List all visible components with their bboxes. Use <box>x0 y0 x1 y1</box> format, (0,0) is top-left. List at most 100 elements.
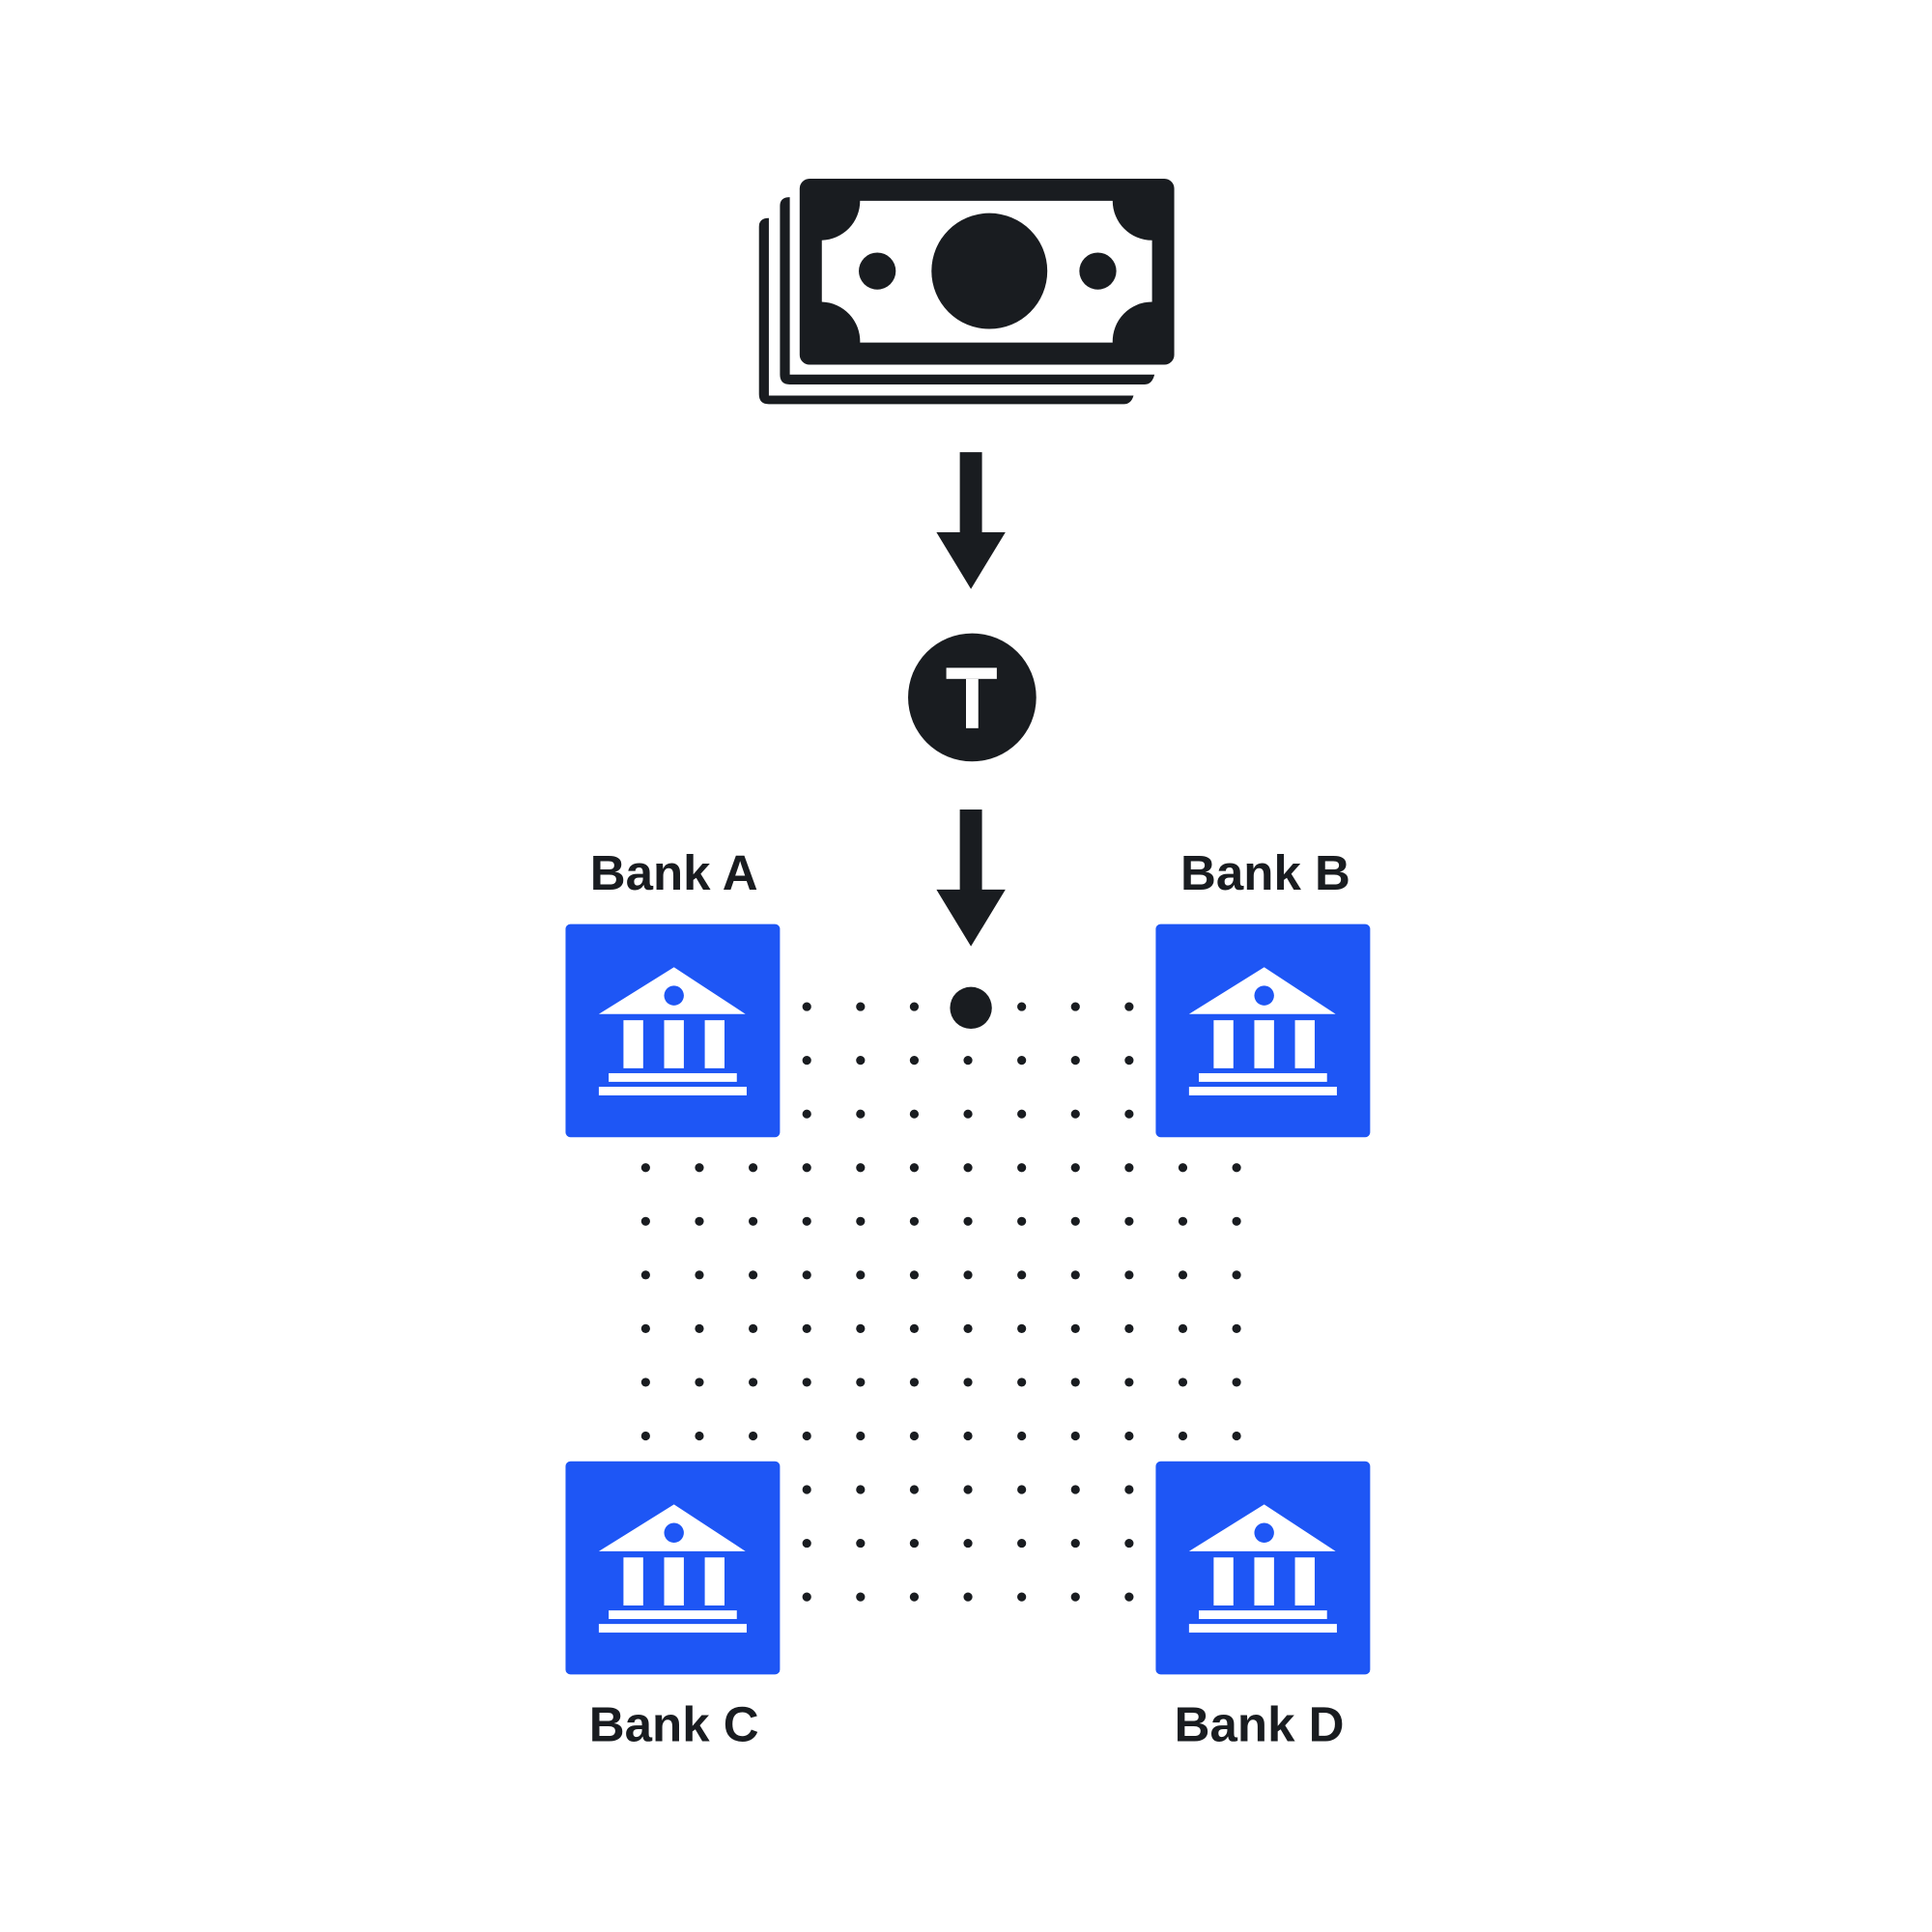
grid-dot <box>1017 1378 1027 1387</box>
bank-c-icon <box>565 1461 781 1675</box>
grid-dot <box>749 1378 758 1387</box>
grid-dot <box>802 1002 811 1011</box>
grid-dot <box>856 1592 866 1602</box>
grid-dot <box>963 1485 973 1494</box>
grid-dot <box>802 1592 811 1602</box>
grid-dot <box>1124 1538 1134 1548</box>
grid-dot <box>1017 1109 1027 1119</box>
grid-dot <box>640 1378 650 1387</box>
grid-dot <box>963 1216 973 1226</box>
grid-dot <box>1232 1323 1241 1333</box>
grid-dot <box>856 1323 866 1333</box>
grid-dot <box>909 1163 920 1173</box>
grid-dot <box>1124 1270 1134 1280</box>
grid-dot <box>909 1056 920 1065</box>
grid-dot <box>1017 1592 1027 1602</box>
bank-b-label: Bank B <box>1180 845 1350 900</box>
grid-dot <box>1070 1056 1080 1065</box>
grid-dot <box>1232 1163 1241 1173</box>
grid-dot <box>909 1592 920 1602</box>
grid-dot <box>1124 1163 1134 1173</box>
grid-dot <box>856 1056 866 1065</box>
grid-dot <box>909 1323 920 1333</box>
grid-dot <box>1124 1002 1134 1011</box>
grid-dot <box>909 1431 920 1441</box>
grid-dot <box>1232 1216 1241 1226</box>
grid-dot <box>963 1109 973 1119</box>
grid-dot <box>856 1002 866 1011</box>
grid-dot <box>1017 1538 1027 1548</box>
grid-dot <box>856 1485 866 1494</box>
grid-dot <box>963 1323 973 1333</box>
grid-dot <box>802 1323 811 1333</box>
grid-dot <box>802 1485 811 1494</box>
grid-dot <box>963 1378 973 1387</box>
grid-dot <box>856 1270 866 1280</box>
grid-dot <box>963 1270 973 1280</box>
grid-dot <box>1017 1163 1027 1173</box>
cash-stack-icon <box>758 178 1175 405</box>
grid-dot <box>1124 1431 1134 1441</box>
grid-dot <box>909 1002 920 1011</box>
grid-dot <box>695 1270 704 1280</box>
grid-dot <box>1124 1378 1134 1387</box>
grid-dot <box>1070 1109 1080 1119</box>
grid-dot <box>909 1538 920 1548</box>
grid-dot <box>1070 1216 1080 1226</box>
grid-dot <box>963 1056 973 1065</box>
bank-a-label: Bank A <box>590 845 758 900</box>
grid-dot <box>1232 1431 1241 1441</box>
grid-dot <box>640 1323 650 1333</box>
grid-dot <box>1232 1378 1241 1387</box>
token-dot <box>950 986 992 1030</box>
grid-dot <box>1017 1485 1027 1494</box>
grid-dot <box>749 1431 758 1441</box>
bank-d-label: Bank D <box>1175 1696 1345 1751</box>
grid-dot <box>695 1163 704 1173</box>
grid-dot <box>909 1270 920 1280</box>
grid-dot <box>909 1378 920 1387</box>
grid-dot <box>695 1216 704 1226</box>
grid-dot <box>1017 1323 1027 1333</box>
grid-dot <box>749 1270 758 1280</box>
grid-dot <box>856 1163 866 1173</box>
grid-dot <box>695 1378 704 1387</box>
grid-dot <box>1178 1378 1188 1387</box>
grid-dot <box>1124 1056 1134 1065</box>
grid-dot <box>1124 1216 1134 1226</box>
grid-dot <box>1070 1270 1080 1280</box>
arrow-down-icon <box>936 810 1006 947</box>
token-coin-icon: T <box>908 633 1037 762</box>
grid-dot <box>1124 1485 1134 1494</box>
bank-b-icon <box>1155 923 1371 1138</box>
grid-dot <box>856 1538 866 1548</box>
grid-dot <box>640 1163 650 1173</box>
grid-dot <box>749 1216 758 1226</box>
grid-dot <box>1232 1270 1241 1280</box>
grid-dot <box>1070 1592 1080 1602</box>
grid-dot <box>640 1270 650 1280</box>
grid-dot <box>1017 1002 1027 1011</box>
grid-dot <box>695 1431 704 1441</box>
network-dot-grid <box>640 1002 1241 1602</box>
grid-dot <box>1178 1216 1188 1226</box>
grid-dot <box>640 1431 650 1441</box>
grid-dot <box>963 1592 973 1602</box>
grid-dot <box>1070 1323 1080 1333</box>
grid-dot <box>1017 1431 1027 1441</box>
grid-dot <box>1070 1431 1080 1441</box>
grid-dot <box>1070 1002 1080 1011</box>
grid-dot <box>1124 1109 1134 1119</box>
grid-dot <box>909 1109 920 1119</box>
grid-dot <box>695 1323 704 1333</box>
grid-dot <box>802 1538 811 1548</box>
grid-dot <box>640 1216 650 1226</box>
grid-dot <box>1070 1538 1080 1548</box>
grid-dot <box>802 1163 811 1173</box>
bank-d-icon <box>1155 1461 1371 1675</box>
grid-dot <box>1070 1485 1080 1494</box>
grid-dot <box>1017 1216 1027 1226</box>
grid-dot <box>749 1163 758 1173</box>
grid-dot <box>802 1378 811 1387</box>
